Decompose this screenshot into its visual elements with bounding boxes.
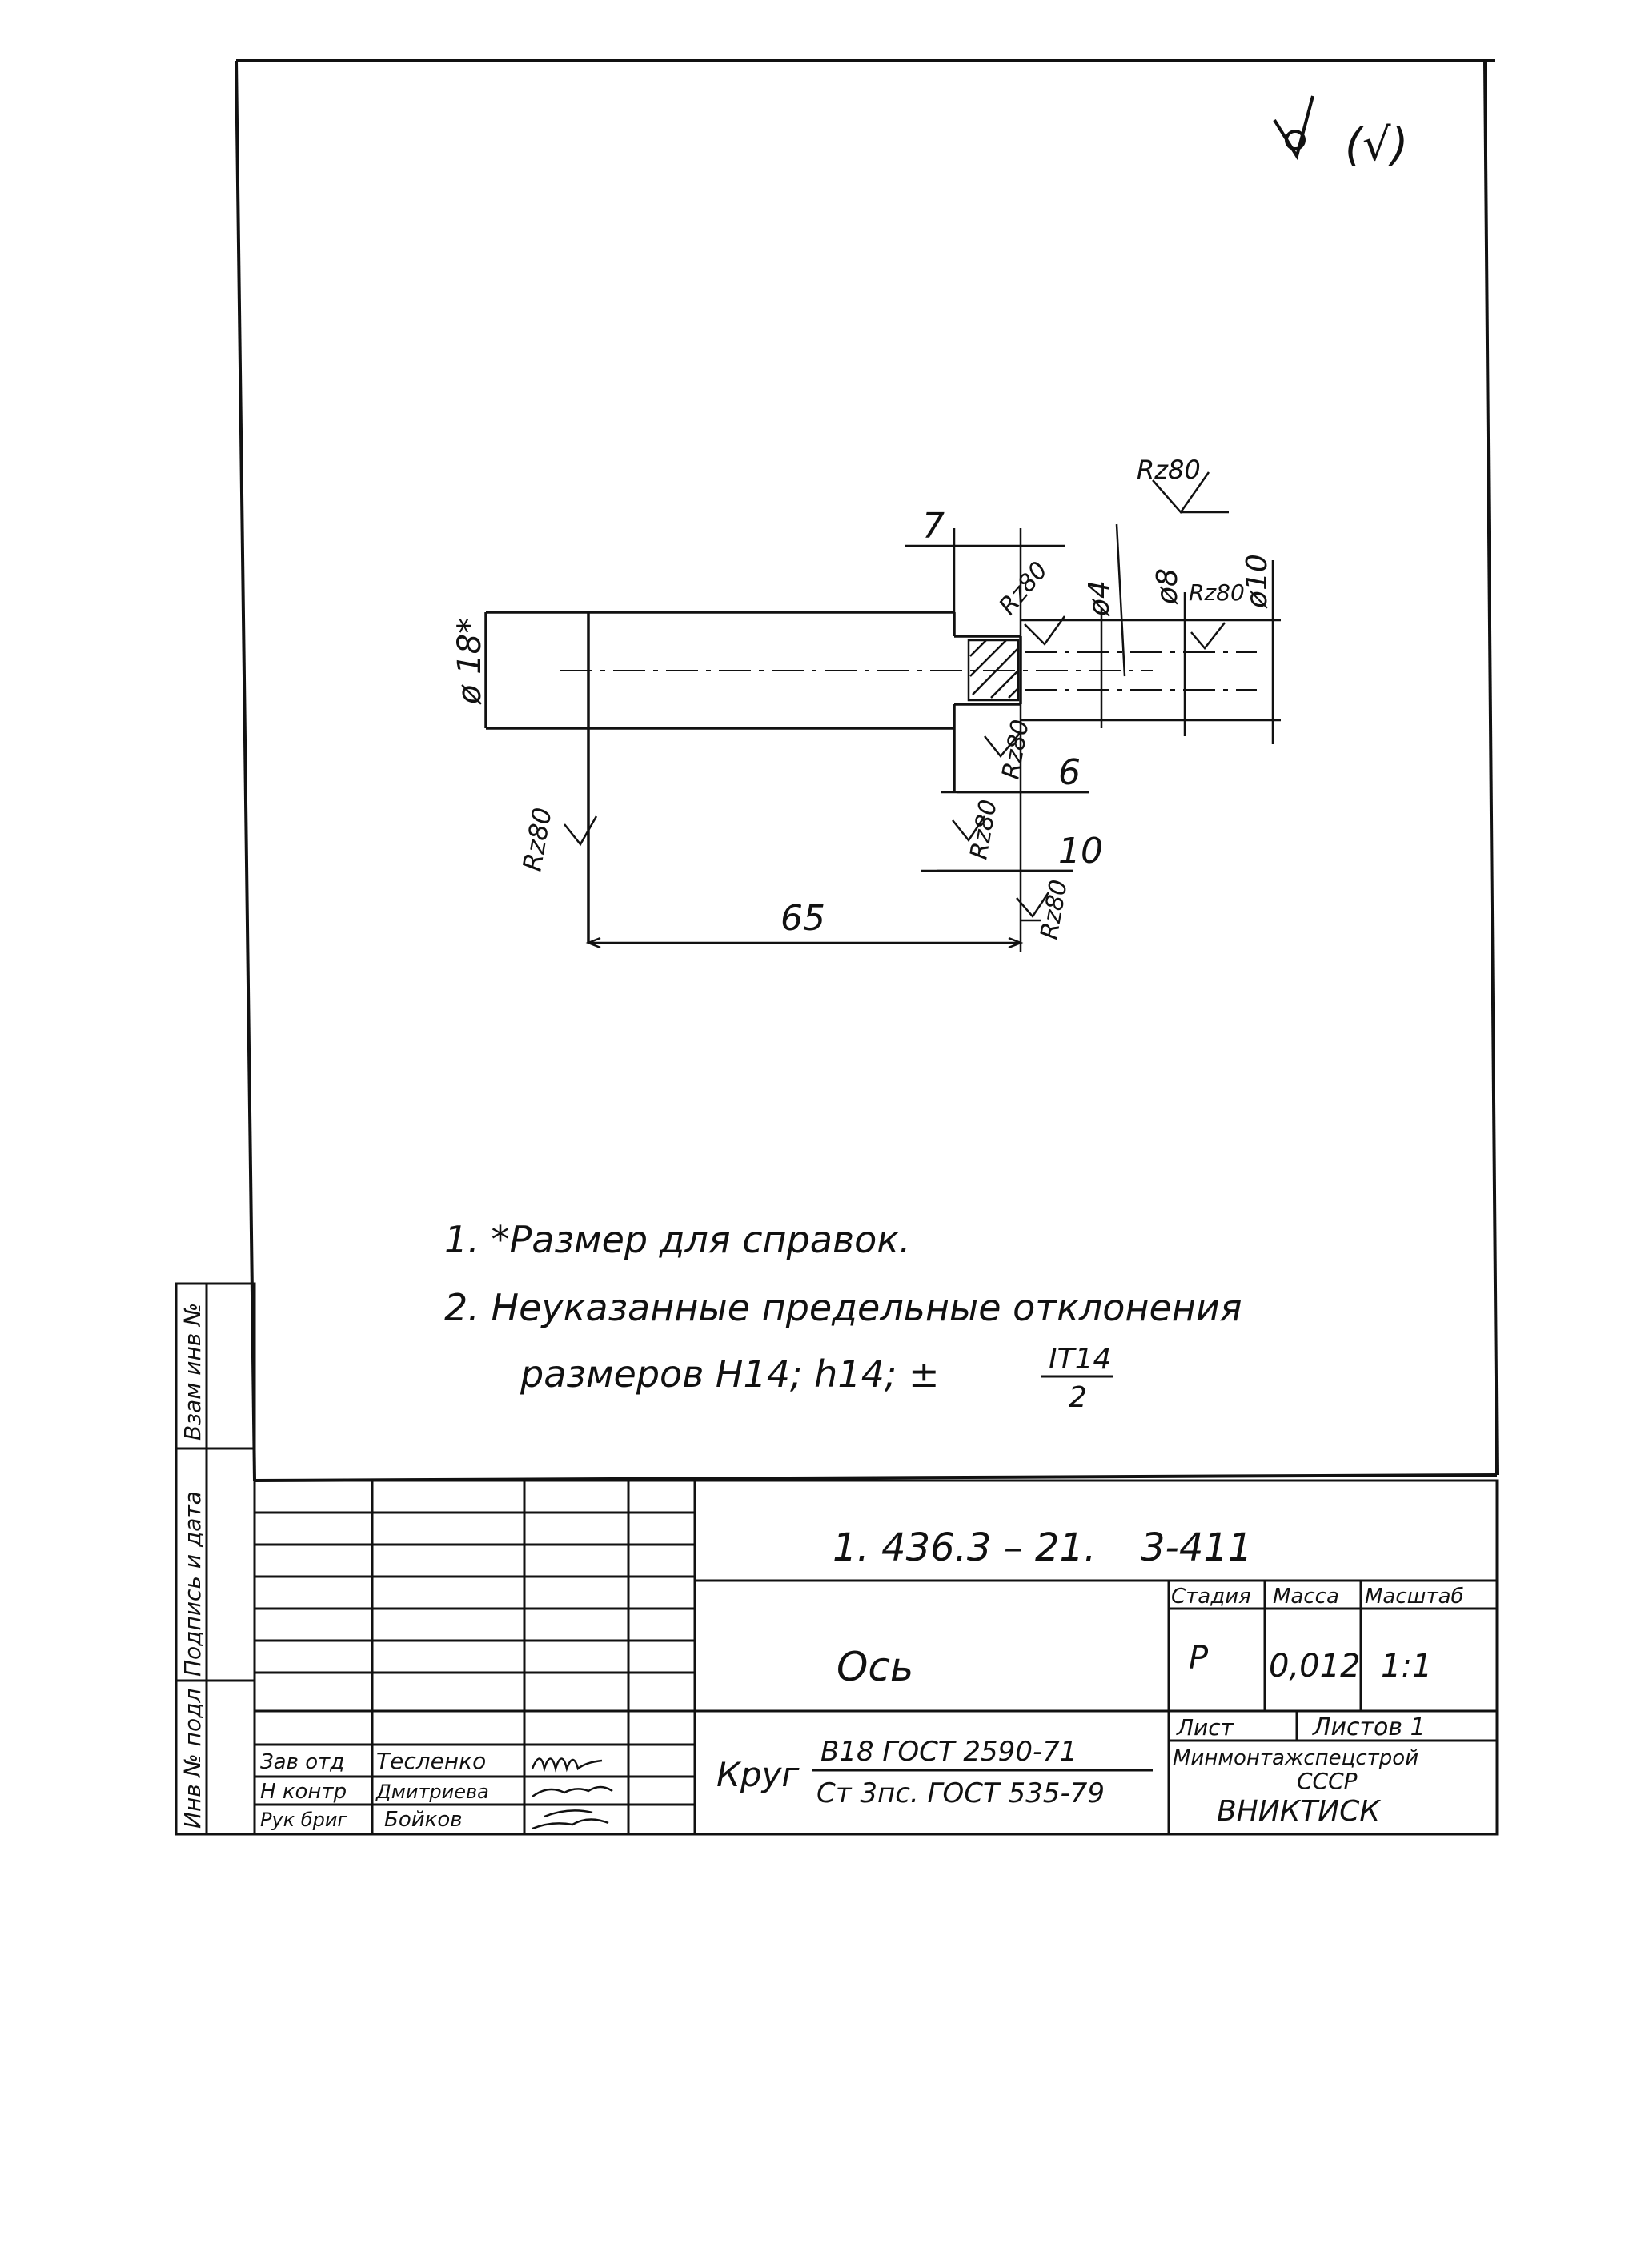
- dim-diameter-18: ø 18*: [451, 618, 488, 705]
- role-label: Рук бриг: [260, 1809, 347, 1831]
- dim-diameter-10: ø10: [1241, 554, 1274, 609]
- section-hatching: [967, 639, 1020, 702]
- signatures: [531, 1757, 613, 1830]
- note-1: 1. *Размер для справок.: [444, 1218, 911, 1261]
- dim-length-7: 7: [922, 506, 945, 547]
- dim-diameter-4: ø4: [1083, 580, 1116, 617]
- part-outline: [484, 611, 1022, 943]
- role-name: Тесленко: [376, 1748, 486, 1774]
- doc-code: 1. 436.3 – 21.: [833, 1525, 1096, 1570]
- roughness-marks: [564, 471, 1229, 919]
- role-label: Зав отд: [260, 1750, 344, 1774]
- header-scale: Масштаб: [1365, 1585, 1464, 1609]
- dimension-lines: [484, 544, 1274, 949]
- roughness-bracket: (√): [1345, 119, 1408, 171]
- stage-value: Р: [1189, 1640, 1209, 1677]
- org-line-1: Минмонтажспецстрой: [1173, 1746, 1418, 1770]
- material-prefix: Круг: [716, 1755, 800, 1794]
- dim-diameter-8: ø8: [1151, 568, 1184, 605]
- role-label: Н контр: [260, 1780, 347, 1804]
- side-stamp: [175, 1282, 256, 1836]
- role-name: Дмитриева: [375, 1781, 489, 1803]
- dim-length-6: 6: [1058, 752, 1081, 793]
- mass-value: 0,012: [1269, 1648, 1361, 1685]
- sheets-label: Листов 1: [1312, 1713, 1426, 1741]
- org-line-3: ВНИКТИСК: [1217, 1795, 1381, 1828]
- note-3: размеров H14; h14; ±: [520, 1352, 940, 1396]
- roughness-label: Rz80: [965, 798, 1002, 862]
- header-stage: Стадия: [1171, 1585, 1251, 1609]
- side-stamp-label: Инв № подл: [179, 1689, 206, 1829]
- roughness-label: Rz80: [516, 805, 557, 873]
- side-stamp-label: Подпись и дата: [179, 1491, 206, 1677]
- sheet-frame: [235, 59, 1499, 1482]
- center-line: [560, 651, 1257, 691]
- org-line-2: СССР: [1297, 1768, 1358, 1794]
- header-mass: Масса: [1273, 1585, 1339, 1609]
- material-bottom: Ст 3пс. ГОСТ 535-79: [816, 1777, 1105, 1809]
- general-roughness-symbol: (√): [1273, 95, 1408, 171]
- roughness-label: Rz80: [993, 556, 1053, 620]
- side-stamp-label: Взам инв №: [179, 1303, 206, 1441]
- role-name: Бойков: [384, 1808, 463, 1832]
- roughness-label: Rz80: [1137, 455, 1201, 485]
- dim-length-10: 10: [1058, 831, 1103, 872]
- note-3-fraction-den: 2: [1069, 1381, 1087, 1414]
- title-block: [253, 1479, 1499, 1836]
- sheet-code: 3-411: [1141, 1525, 1252, 1570]
- note-2: 2. Неуказанные предельные отклонения: [444, 1286, 1242, 1329]
- roughness-label: Rz80: [1035, 878, 1073, 942]
- material-top: В18 ГОСТ 2590-71: [820, 1736, 1077, 1768]
- roughness-label: Rz80: [997, 718, 1034, 782]
- sheet-label: Лист: [1176, 1714, 1234, 1741]
- note-3-fraction-num: IT14: [1049, 1343, 1111, 1376]
- roughness-label: Rz80: [1189, 579, 1245, 606]
- scale-value: 1:1: [1381, 1648, 1432, 1685]
- dim-length-65: 65: [780, 898, 825, 939]
- part-name: Ось: [837, 1644, 913, 1690]
